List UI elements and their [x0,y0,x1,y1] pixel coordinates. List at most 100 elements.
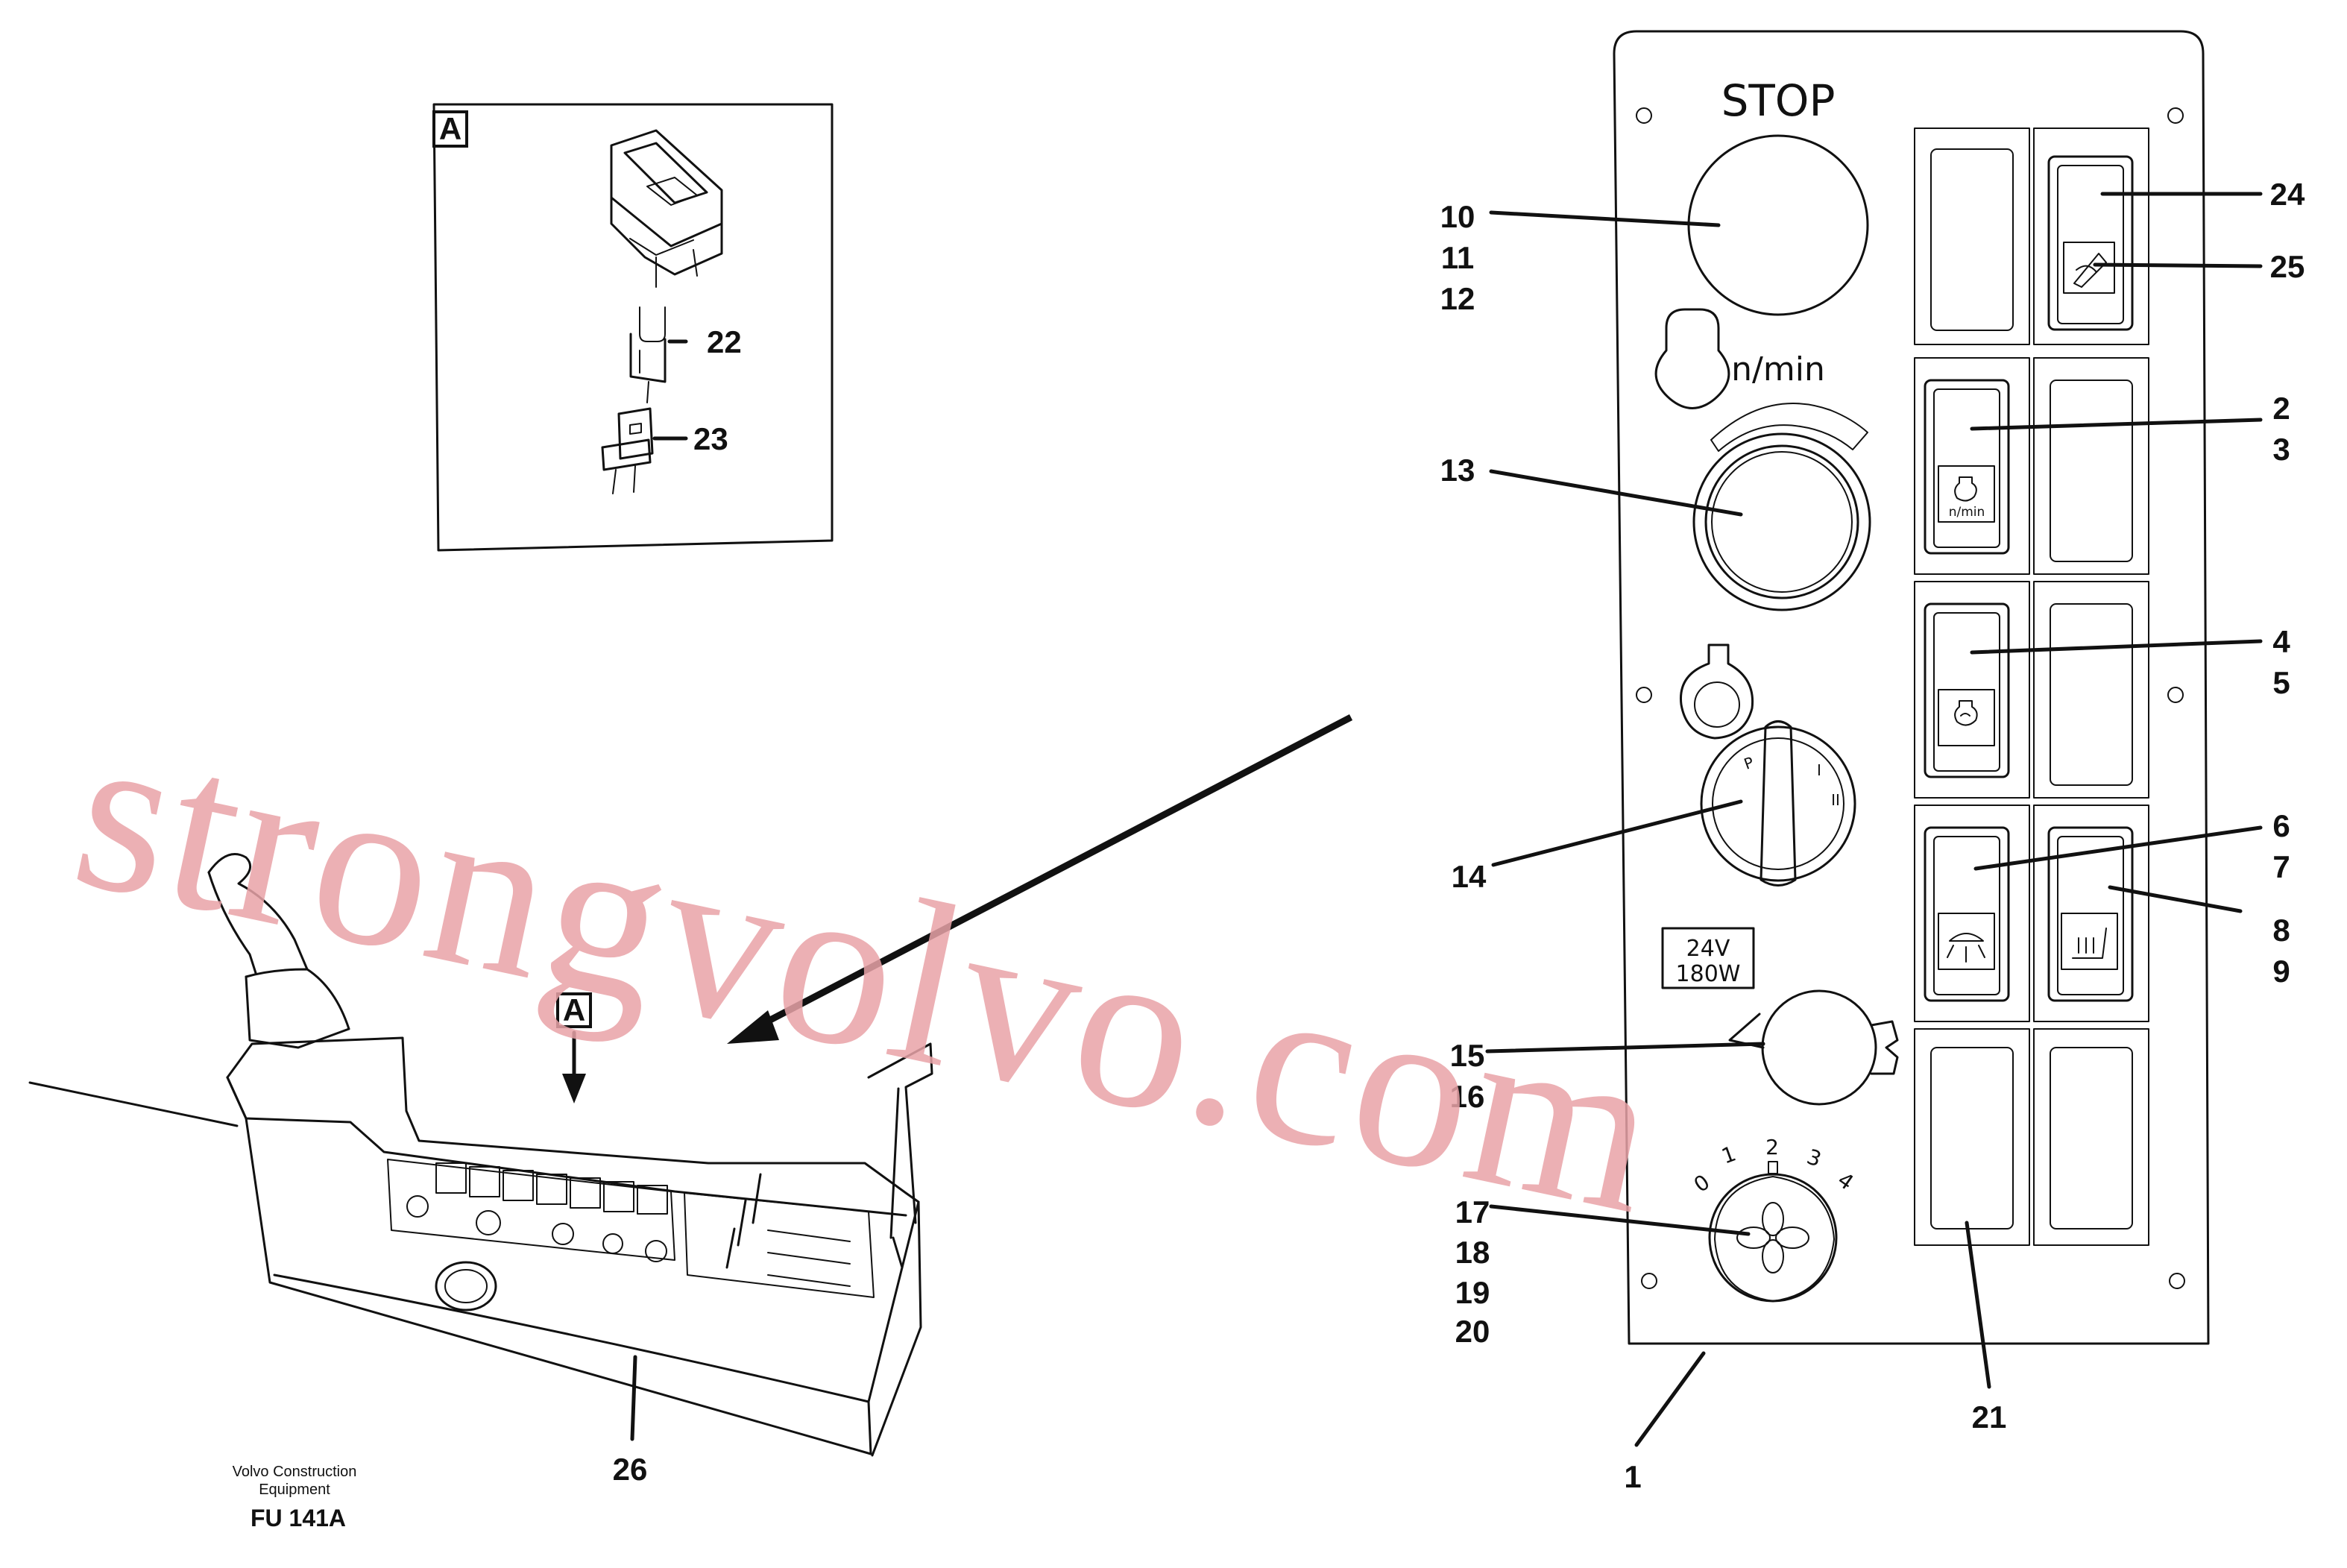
callout-16: 16 [1450,1079,1485,1114]
blank-switch-slot [2050,1047,2133,1229]
work-light-switch [1924,826,2010,1002]
switch-grid: n/min [1914,127,2149,1246]
console-rod [28,1081,239,1127]
callout-23: 23 [693,421,728,456]
wiper-switch [2047,155,2134,331]
rpm-switch [1924,379,2010,555]
fan-scale-4: 4 [1833,1168,1859,1195]
wiper-icon [2063,242,2115,294]
power-socket [1761,989,1877,1106]
callout-13: 13 [1440,453,1475,488]
mount-hole [2167,687,2184,703]
detail-label: A [439,111,461,146]
callout-9: 9 [2272,954,2290,989]
detail-label-box [432,110,468,148]
callout-17: 17 [1455,1194,1490,1229]
panel-outline [1613,30,2210,1345]
ignition-key-slot [1760,720,1797,887]
callout-18: 18 [1455,1235,1490,1270]
stop-label: STOP [1721,75,1836,126]
console-view-label-box [556,992,592,1028]
console-switch-row [435,1162,668,1215]
seat-heater-switch [2047,826,2134,1002]
operator-console: A 26 [28,714,1353,1487]
mount-hole [1641,1273,1657,1289]
callout-2: 2 [2272,391,2290,426]
socket-rating-plate [1661,927,1755,989]
console-lever-panel [684,1192,875,1298]
callout-3: 3 [2272,432,2290,467]
rpm-dial [1692,432,1871,611]
watermark: strongvolvo.com [57,679,1680,1263]
detail-frame [432,103,834,552]
callout-20: 20 [1455,1314,1490,1349]
holder-23-illustration: 23 [601,407,728,494]
blank-switch-slot [2050,603,2133,786]
callout-24: 24 [2270,177,2305,212]
figure-footer: Volvo Construction Equipment FU 141A [233,1464,357,1531]
mount-hole [1636,687,1652,703]
seat-heater-icon [2061,913,2118,970]
callout-7: 7 [2272,849,2290,884]
console-panel [387,1159,675,1261]
figure-code: FU 141A [251,1505,346,1531]
joystick-grip [207,853,309,971]
fan-scale-2: 2 [1765,1135,1779,1159]
rpm-scale-arc [1710,403,1868,452]
mount-hole [2167,107,2184,124]
console-pedal-post [867,1042,933,1224]
callout-4: 4 [2272,624,2290,659]
callout-15: 15 [1450,1038,1485,1073]
ignition-icon [1679,643,1754,740]
callout-8: 8 [2272,913,2290,948]
callout-25: 25 [2270,249,2305,284]
console-stop-knob [406,1195,429,1218]
console-view-label: A [563,992,585,1027]
callout-5: 5 [2272,665,2290,700]
console-front-edge [226,1076,872,1455]
fan-scale-3: 3 [1803,1144,1824,1172]
engine-icon [1654,308,1730,409]
svg-text:II: II [1831,791,1840,809]
preheat-icon [1938,689,1995,746]
ignition-switch [1700,725,1856,882]
panel-leaders [1485,192,2263,1447]
socket-rating-line2: 180W [1676,961,1741,987]
callout-22: 22 [707,324,742,359]
work-light-icon [1938,913,1995,970]
fan-switch [1708,1173,1838,1303]
leader-26 [630,1355,637,1441]
blank-switch-slot [2050,380,2133,562]
callout-14: 14 [1452,859,1487,894]
socket-rating-line1: 24V [1686,936,1730,962]
preheat-switch [1924,602,2010,778]
callout-12: 12 [1440,281,1475,316]
console-emblem [435,1261,497,1312]
big-pointer-arrow [751,714,1353,1032]
blank-switch-slot [1930,1047,2014,1229]
callout-21: 21 [1972,1399,2007,1435]
rocker-switch-illustration [610,129,723,288]
callout-6: 6 [2272,808,2290,843]
callout-19: 19 [1455,1275,1490,1310]
company-line2: Equipment [259,1482,330,1498]
rpm-label: n/min [1731,350,1825,388]
company-line1: Volvo Construction [233,1464,357,1480]
callout-11: 11 [1441,240,1474,275]
console-top-outline [226,1036,920,1203]
callout-26: 26 [613,1452,648,1487]
fan-scale-0: 0 [1689,1170,1715,1197]
rpm-switch-icon-label: n/min [1949,505,1985,520]
bulb-22-illustration: 22 [629,306,742,403]
switch-panel: STOP n/min P I II 24V 180W 0 1 2 3 4 [1440,30,2305,1494]
svg-text:I: I [1817,761,1821,779]
fan-icon [1736,1202,1809,1273]
mount-hole [2169,1273,2185,1289]
fan-scale-1: 1 [1718,1142,1739,1169]
blank-switch-slot [1930,148,2014,331]
detail-view-a: A 22 23 [432,103,834,552]
callout-1: 1 [1624,1459,1641,1494]
rpm-switch-icon [1938,465,1995,523]
mount-hole [1636,107,1652,124]
